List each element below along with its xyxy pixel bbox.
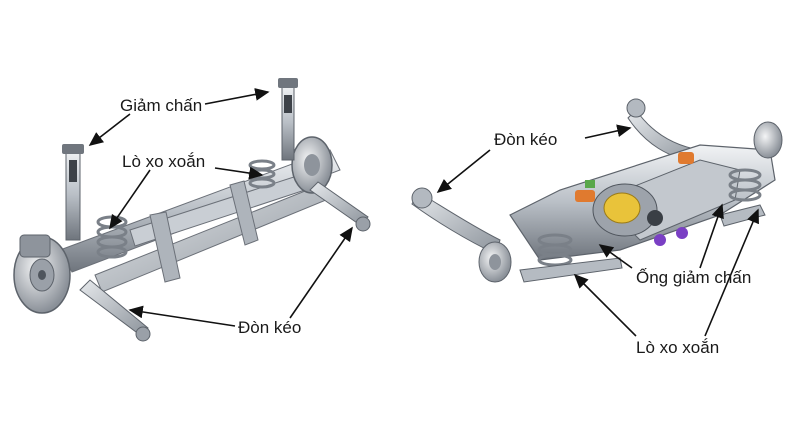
right-label-trailing-arm: Đòn kéo (494, 130, 558, 149)
right-shock-absorber (278, 78, 298, 161)
left-trailing-arm (79, 279, 149, 336)
left-callout-arrows (88, 88, 353, 327)
purple-bolt (654, 234, 666, 246)
right-suspension-assembly (411, 98, 783, 283)
right-diagram-right-hub (753, 121, 783, 159)
right-callout-arrows (436, 124, 759, 337)
right-label-shock-absorber: Ống giảm chấn (636, 268, 752, 287)
orange-bushing (575, 190, 595, 202)
left-label-shock-absorber: Giảm chấn (120, 96, 203, 115)
left-label-trailing-arm: Đòn kéo (238, 318, 302, 337)
right-label-coil-spring: Lò xo xoắn (636, 338, 720, 357)
right-trailing-arm (309, 181, 369, 226)
right-diagram-coil-spring-left (537, 233, 573, 267)
left-label-coil-spring: Lò xo xoắn (122, 152, 206, 171)
left-shock-absorber (62, 144, 84, 241)
right-diagram-coil-spring-right (728, 168, 762, 202)
left-suspension-assembly (13, 78, 371, 342)
